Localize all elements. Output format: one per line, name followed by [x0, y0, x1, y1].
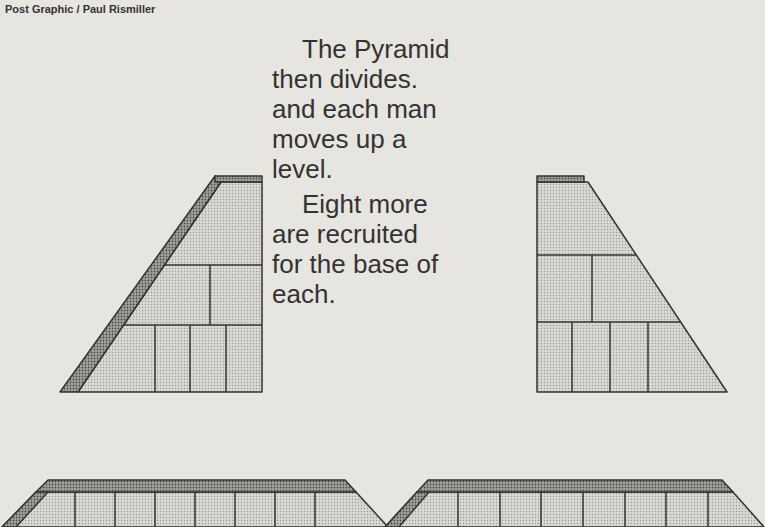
caption-paragraph: Eight more are recruited for the base of… — [272, 189, 452, 309]
base-face — [2, 492, 388, 527]
base-face — [385, 492, 764, 527]
graphic-credit: Post Graphic / Paul Rismiller — [5, 3, 155, 16]
pyramid-face — [78, 182, 262, 392]
base-top — [36, 480, 356, 492]
pyramid-cap — [537, 176, 584, 182]
base-top — [417, 480, 733, 492]
pyramid-face — [537, 182, 727, 392]
caption-paragraph: The Pyramid then divides. and each man m… — [272, 34, 452, 184]
base-shadow — [385, 492, 429, 527]
pyramid-shadow — [60, 176, 221, 392]
base-shadow — [2, 492, 48, 527]
pyramid-cap — [215, 176, 262, 182]
